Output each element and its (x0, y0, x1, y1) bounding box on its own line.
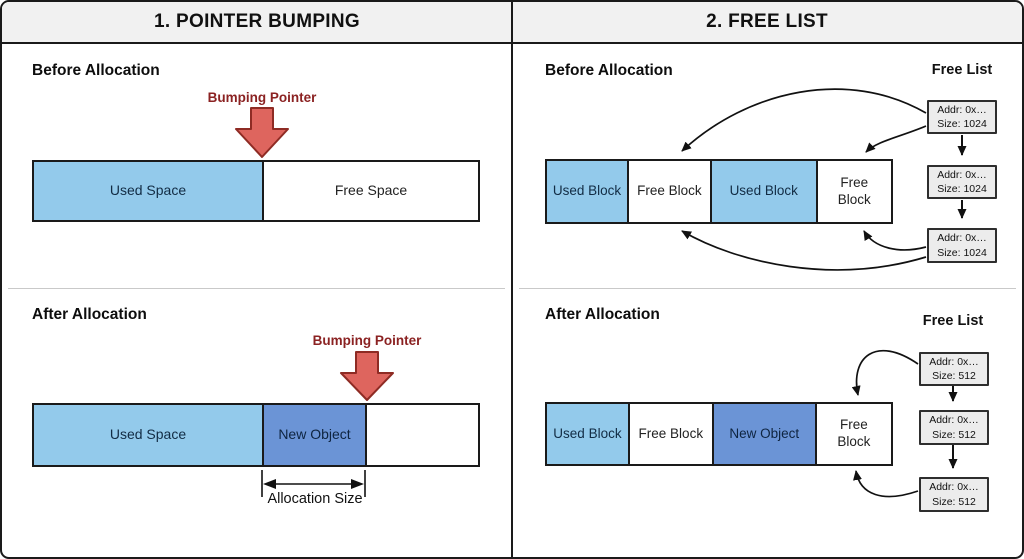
panel-divider (511, 2, 513, 557)
new-object-block: New Object (713, 404, 817, 464)
memory-bar-fl-after: Used Block Free Block New Object Free Bl… (545, 402, 893, 466)
node-size: Size: 512 (932, 370, 976, 382)
free-list-node: Addr: 0x… Size: 512 (919, 352, 989, 386)
used-block-1: Used Block (547, 161, 629, 222)
used-space-block: Used Space (34, 405, 264, 465)
free-list-label-before: Free List (931, 62, 993, 78)
free-list-node: Addr: 0x… Size: 512 (919, 477, 989, 512)
free-list-node: Addr: 0x… Size: 1024 (927, 165, 997, 199)
node-to-block-arrow (865, 125, 927, 153)
node-size: Size: 512 (932, 495, 976, 508)
measure-arrowhead-right (351, 479, 364, 489)
heading-fl-after: After Allocation (545, 306, 660, 323)
used-block-2: Used Block (711, 161, 818, 222)
block-label: New Object (729, 425, 800, 441)
node-addr: Addr: 0x… (937, 168, 987, 181)
remaining-free-block (367, 405, 478, 465)
section-divider-left (8, 288, 505, 289)
free-block-1: Free Block (628, 161, 712, 222)
memory-bar-fl-before: Used Block Free Block Used Block Free Bl… (545, 159, 893, 224)
node-to-block-arrow (863, 230, 927, 251)
node-to-block-arrow (681, 88, 927, 152)
bumping-pointer-arrow-after (340, 351, 394, 401)
node-to-block-arrow (681, 230, 927, 271)
bumping-pointer-label-before: Bumping Pointer (207, 90, 317, 105)
memory-bar-pb-before: Used Space Free Space (32, 160, 480, 222)
block-label: Used Space (109, 426, 187, 443)
free-list-node: Addr: 0x… Size: 512 (919, 410, 989, 445)
used-space-block: Used Space (34, 162, 264, 220)
memory-bar-pb-after: Used Space New Object (32, 403, 480, 467)
used-block-1: Used Block (547, 404, 630, 464)
node-addr: Addr: 0x… (937, 232, 987, 245)
heading-pb-after: After Allocation (32, 306, 147, 323)
panel-title-free-list: 2. FREE LIST (706, 11, 828, 32)
free-list-node: Addr: 0x… Size: 1024 (927, 228, 997, 263)
measure-arrowhead-left (263, 479, 276, 489)
node-addr: Addr: 0x… (929, 355, 979, 368)
node-size: Size: 512 (932, 428, 976, 441)
block-label: Free Block (837, 417, 871, 449)
block-label: New Object (278, 426, 351, 443)
free-space-block: Free Space (264, 162, 478, 220)
free-block-2: Free Block (816, 404, 891, 464)
free-list-label-after: Free List (922, 313, 984, 329)
block-label: Used Block (553, 425, 622, 441)
block-label: Free Space (334, 182, 408, 199)
free-list-node: Addr: 0x… Size: 1024 (927, 100, 997, 134)
block-label: Free Block (637, 183, 702, 199)
block-label: Free Block (638, 425, 704, 441)
node-size: Size: 1024 (937, 183, 987, 195)
heading-fl-before: Before Allocation (545, 62, 673, 79)
block-label: Used Space (109, 182, 187, 199)
block-label: Free Block (837, 174, 871, 207)
node-to-block-arrow (853, 470, 919, 498)
node-to-block-arrow (851, 349, 919, 396)
section-divider-right (519, 288, 1016, 289)
node-addr: Addr: 0x… (929, 481, 979, 494)
new-object-block: New Object (264, 405, 367, 465)
free-block-1: Free Block (629, 404, 714, 464)
free-block-2: Free Block (817, 161, 891, 222)
node-addr: Addr: 0x… (929, 414, 979, 427)
heading-pb-before: Before Allocation (32, 62, 160, 79)
panel-title-pointer-bumping: 1. POINTER BUMPING (154, 11, 360, 32)
block-label: Used Block (729, 183, 798, 199)
bumping-pointer-arrow-before (235, 107, 289, 158)
bumping-pointer-label-after: Bumping Pointer (312, 333, 422, 348)
node-size: Size: 1024 (937, 118, 987, 130)
allocation-size-label: Allocation Size (267, 491, 363, 507)
block-label: Used Block (552, 183, 622, 199)
node-size: Size: 1024 (937, 246, 987, 259)
node-addr: Addr: 0x… (937, 103, 987, 116)
